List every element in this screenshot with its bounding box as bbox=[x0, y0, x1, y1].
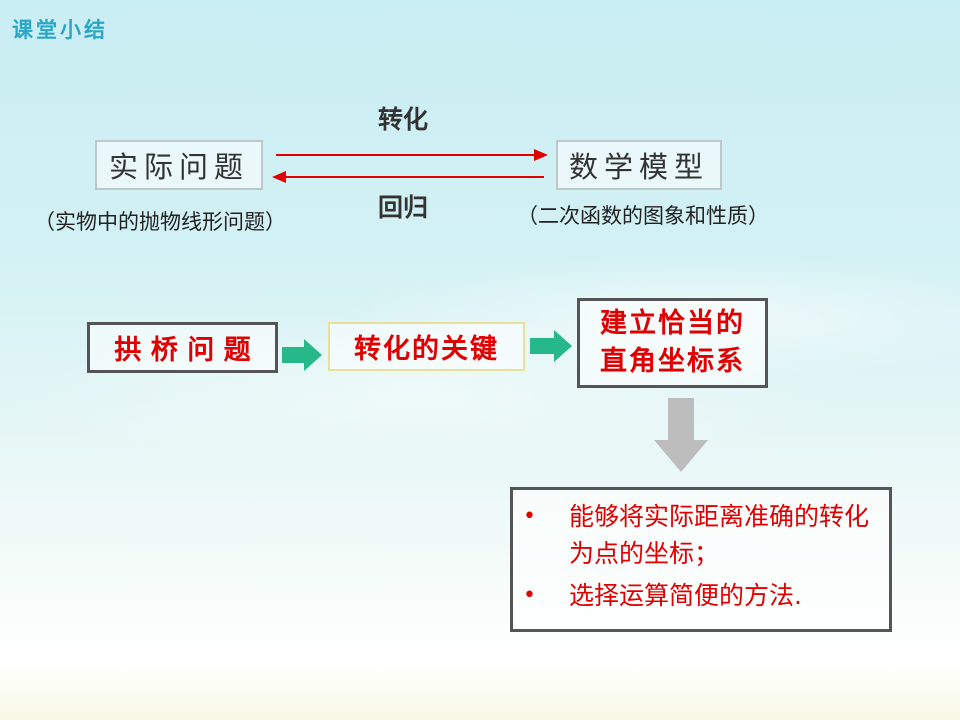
forward-label: 转化 bbox=[378, 105, 429, 134]
conclusion-point-1: • 能够将实际距离准确的转化为点的坐标； bbox=[523, 498, 879, 572]
bullet-dot: • bbox=[523, 583, 536, 608]
backward-label: 回归 bbox=[378, 193, 429, 222]
arch-bridge-problem-box: 拱 桥 问 题 bbox=[87, 322, 278, 373]
teal-arrow-1 bbox=[282, 339, 322, 371]
slide-title: 课堂小结 bbox=[12, 17, 108, 42]
key-of-transformation-box: 转化的关键 bbox=[328, 322, 525, 371]
bullet-dot: • bbox=[523, 504, 536, 529]
forward-arrow-head bbox=[534, 149, 548, 161]
gray-down-arrow bbox=[654, 398, 708, 472]
actual-problem-box: 实际问题 bbox=[95, 140, 263, 190]
math-model-box: 数学模型 bbox=[556, 140, 722, 190]
teal-arrow-1-shape bbox=[282, 339, 322, 371]
teal-arrow-2 bbox=[530, 330, 572, 362]
coordinate-system-box: 建立恰当的 直角坐标系 bbox=[577, 298, 768, 388]
conclusion-box: • 能够将实际距离准确的转化为点的坐标； • 选择运算简便的方法. bbox=[510, 487, 892, 632]
teal-arrow-2-shape bbox=[530, 330, 572, 362]
gray-down-arrow-shape bbox=[654, 398, 708, 472]
conclusion-point-2: • 选择运算简便的方法. bbox=[523, 577, 879, 614]
actual-problem-note: （实物中的抛物线形问题） bbox=[34, 210, 286, 234]
bidirectional-arrows bbox=[272, 149, 548, 183]
coordinate-system-line-1: 建立恰当的 bbox=[600, 308, 745, 339]
coordinate-system-line-2: 直角坐标系 bbox=[600, 346, 745, 377]
conclusion-point-1-text: 能够将实际距离准确的转化为点的坐标； bbox=[569, 502, 870, 568]
backward-arrow-head bbox=[272, 171, 286, 183]
conclusion-point-2-text: 选择运算简便的方法. bbox=[569, 581, 802, 610]
math-model-note: （二次函数的图象和性质） bbox=[517, 204, 769, 228]
